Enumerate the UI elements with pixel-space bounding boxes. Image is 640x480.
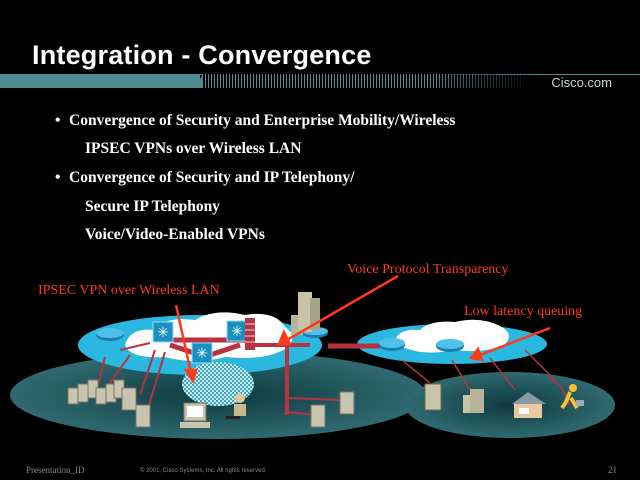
router-icon <box>436 339 464 352</box>
sub-bullet: IPSEC VPNs over Wireless LAN <box>85 140 302 157</box>
svg-text:✳: ✳ <box>231 325 243 340</box>
mobile-user-icon <box>560 384 584 410</box>
copyright: © 2001, Cisco Systems, Inc. All rights r… <box>140 468 267 474</box>
sub-bullet: Voice/Video-Enabled VPNs <box>85 226 265 243</box>
router-icon <box>379 338 405 351</box>
brand-link: Cisco.com <box>551 75 612 90</box>
accent-bar-wedge <box>192 74 204 88</box>
house-icon <box>512 392 546 418</box>
title-accent-bar <box>0 74 640 88</box>
page-number: 21 <box>608 465 617 475</box>
firewall-icon <box>245 318 255 350</box>
router-icon <box>96 328 124 341</box>
switch-icon: ✳ <box>191 342 213 364</box>
presentation-id: Presentation_ID <box>26 465 85 475</box>
building-icon <box>463 389 484 413</box>
svg-text:✳: ✳ <box>157 326 169 341</box>
building-icon <box>424 383 442 411</box>
workstation-icon <box>180 402 210 428</box>
bullet-dot: • <box>55 169 61 186</box>
accent-bar-stripes <box>202 74 532 88</box>
bullet-text: Convergence of Security and Enterprise M… <box>69 112 456 129</box>
svg-text:✳: ✳ <box>196 347 208 362</box>
callout-ipsec-vpn-wlan: IPSEC VPN over Wireless LAN <box>38 283 220 298</box>
switch-icon: ✳ <box>152 321 174 343</box>
building-icon <box>291 292 320 335</box>
callout-arrows <box>174 274 551 385</box>
callout-low-latency-queuing: Low latency queuing <box>464 304 583 319</box>
bullet-text: Convergence of Security and IP Telephony… <box>69 169 355 186</box>
accent-bar-solid <box>0 74 200 88</box>
bullet-dot: • <box>55 112 61 129</box>
cloud-icon <box>393 319 509 353</box>
slide-title: Integration - Convergence <box>32 40 372 70</box>
server-icon <box>67 379 355 428</box>
callout-voice-protocol-transparency: Voice Protocol Transparency <box>347 262 509 277</box>
user-icon <box>226 393 246 419</box>
switch-icon: ✳ <box>226 320 248 342</box>
sub-bullet: Secure IP Telephony <box>85 198 220 215</box>
